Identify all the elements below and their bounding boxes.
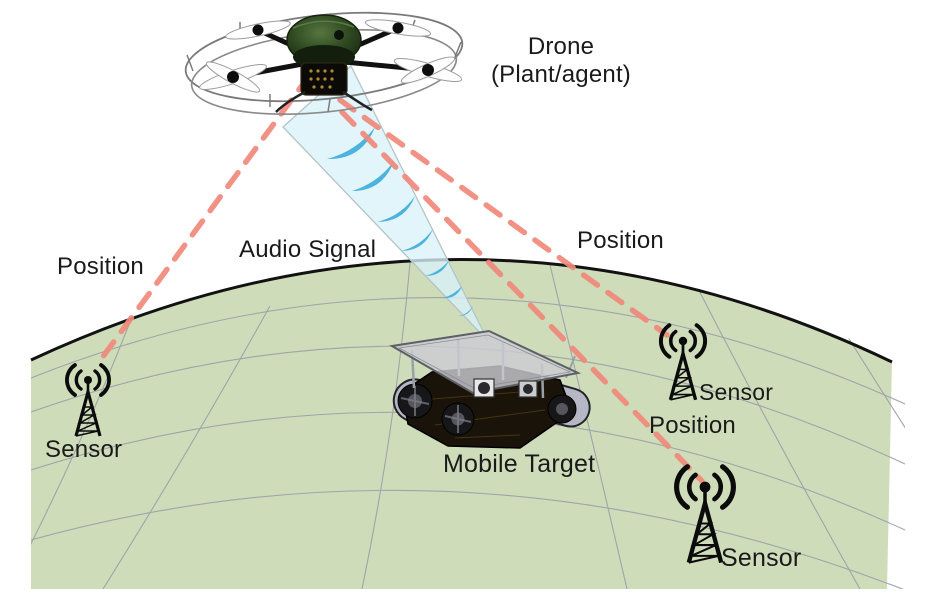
position-links <box>93 73 705 484</box>
drone-label: Drone (Plant/agent) <box>472 33 650 89</box>
audio-signal-cone <box>282 64 489 342</box>
horizon-line <box>30 258 893 364</box>
position-link-left <box>93 73 312 369</box>
audio-signal-label: Audio Signal <box>239 236 377 263</box>
position-link-upper-right <box>337 97 670 338</box>
position-label-lower-right: Position <box>649 412 736 439</box>
sensor-label-left: Sensor <box>45 436 123 463</box>
position-label-left: Position <box>57 253 144 280</box>
drone-label-line1: Drone <box>527 33 595 60</box>
tracked-robot-icon <box>389 329 591 449</box>
sensor-label-lower-right: Sensor <box>721 544 802 572</box>
sensor-label-upper-right: Sensor <box>699 379 774 405</box>
sound-wave-arcs-icon <box>327 127 473 316</box>
quadcopter-drone-icon <box>184 11 464 115</box>
position-label-upper-right: Position <box>577 227 664 254</box>
position-link-lower-right <box>339 109 705 484</box>
robot-roof-panel <box>389 329 582 395</box>
mobile-target-label: Mobile Target <box>443 450 596 478</box>
drone-label-line2: (Plant/agent) <box>490 61 631 88</box>
